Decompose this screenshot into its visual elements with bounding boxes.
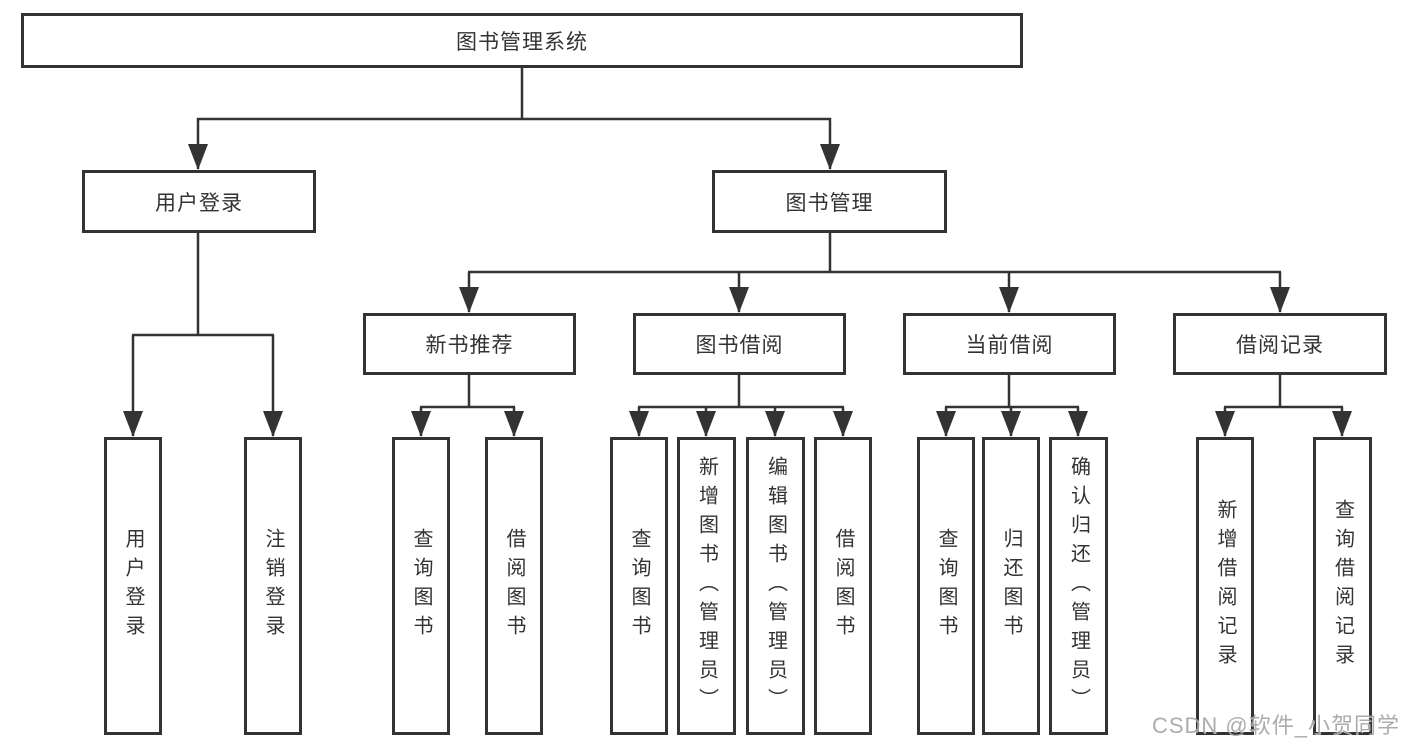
node-book-management-label: 图书管理 bbox=[785, 191, 874, 215]
node-user-login-label: 用户登录 bbox=[155, 191, 243, 215]
leaf-query-books-current: 查询图书 bbox=[917, 437, 975, 735]
leaf-add-borrow-record: 新增借阅记录 bbox=[1196, 437, 1254, 735]
leaf-borrow-books-recommend: 借阅图书 bbox=[485, 437, 543, 735]
leaf-edit-book-admin: 编辑图书（管理员） bbox=[746, 437, 805, 735]
node-borrow-records-label: 借阅记录 bbox=[1236, 334, 1324, 357]
node-book-borrow: 图书借阅 bbox=[633, 313, 846, 375]
leaf-add-book-admin-label: 新增图书（管理员） bbox=[695, 455, 718, 717]
leaf-edit-book-admin-label: 编辑图书（管理员） bbox=[764, 455, 787, 717]
leaf-query-borrow-record: 查询借阅记录 bbox=[1313, 437, 1372, 735]
leaf-add-borrow-record-label: 新增借阅记录 bbox=[1214, 499, 1236, 673]
leaf-query-books-borrow-label: 查询图书 bbox=[628, 528, 650, 644]
node-current-borrow-label: 当前借阅 bbox=[965, 334, 1054, 357]
node-root: 图书管理系统 bbox=[21, 13, 1023, 68]
node-current-borrow: 当前借阅 bbox=[903, 313, 1116, 375]
node-borrow-records: 借阅记录 bbox=[1173, 313, 1387, 375]
leaf-query-books-current-label: 查询图书 bbox=[935, 528, 957, 644]
leaf-return-book-label: 归还图书 bbox=[1000, 528, 1022, 644]
node-book-borrow-label: 图书借阅 bbox=[695, 334, 784, 357]
leaf-query-books-borrow: 查询图书 bbox=[610, 437, 668, 735]
leaf-query-books-recommend: 查询图书 bbox=[392, 437, 450, 735]
leaf-add-book-admin: 新增图书（管理员） bbox=[677, 437, 736, 735]
leaf-return-book: 归还图书 bbox=[982, 437, 1040, 735]
leaf-query-books-recommend-label: 查询图书 bbox=[410, 528, 432, 644]
leaf-borrow-books-label: 借阅图书 bbox=[832, 528, 854, 644]
node-user-login: 用户登录 bbox=[82, 170, 316, 233]
leaf-confirm-return-admin: 确认归还（管理员） bbox=[1049, 437, 1108, 735]
node-new-book-recommend-label: 新书推荐 bbox=[425, 334, 514, 357]
node-new-book-recommend: 新书推荐 bbox=[363, 313, 576, 375]
leaf-borrow-books-recommend-label: 借阅图书 bbox=[503, 528, 525, 644]
leaf-query-borrow-record-label: 查询借阅记录 bbox=[1331, 499, 1354, 673]
leaf-confirm-return-admin-label: 确认归还（管理员） bbox=[1067, 455, 1090, 717]
leaf-user-login-label: 用户登录 bbox=[122, 528, 144, 644]
watermark: CSDN @软件_小贺同学 bbox=[1151, 713, 1400, 738]
node-book-management: 图书管理 bbox=[712, 170, 947, 233]
leaf-logout-label: 注销登录 bbox=[262, 528, 284, 644]
leaf-user-login: 用户登录 bbox=[104, 437, 162, 735]
node-root-label: 图书管理系统 bbox=[456, 30, 588, 54]
leaf-borrow-books: 借阅图书 bbox=[814, 437, 872, 735]
leaf-logout: 注销登录 bbox=[244, 437, 302, 735]
